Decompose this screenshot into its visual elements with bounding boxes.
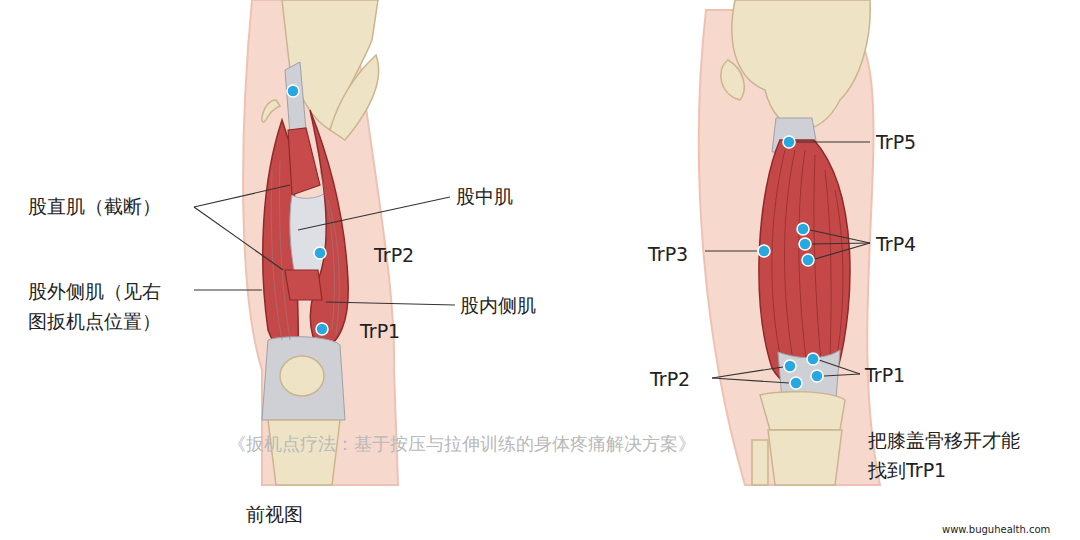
pelvis-bone — [732, 0, 870, 130]
callout-number: TrP3 — [648, 239, 688, 269]
view-caption: 前视图 — [246, 499, 303, 529]
part-name: 股内侧肌 — [460, 290, 536, 320]
callout-number: TrP1 — [865, 360, 905, 390]
watermark: 《扳机点疗法：基于按压与拉伸训练的身体疼痛解决方案》 — [228, 430, 696, 459]
callout-number: TrP4 — [876, 229, 916, 259]
trigger-point-dot — [287, 85, 823, 389]
patella — [280, 356, 324, 396]
callout-number: TrP2 — [650, 364, 690, 394]
part-name: 股外侧肌（见右 图扳机点位置） — [28, 276, 180, 337]
callout-number: TrP5 — [876, 127, 916, 157]
tibia — [768, 430, 842, 485]
callout-number: TrP1 — [360, 316, 400, 346]
pubis-bone — [330, 55, 379, 140]
muscle-striation — [772, 150, 843, 375]
vastus-medialis — [310, 110, 348, 350]
femur-condyle — [760, 392, 845, 430]
rectus-femoris-cut — [285, 270, 322, 300]
part-name: 股直肌（截断） — [28, 191, 161, 221]
skin — [243, 0, 398, 485]
fibula — [752, 440, 768, 485]
watermark: www.buguhealth.com — [942, 524, 1050, 536]
leader-line — [194, 185, 455, 305]
tendon — [285, 62, 306, 135]
iliac-spine — [262, 100, 280, 122]
iliac-spine — [721, 60, 744, 100]
knee-tendon — [262, 337, 345, 420]
leader-line — [705, 142, 870, 383]
note: 把膝盖骨移开才能 找到TrP1 — [868, 425, 1040, 486]
callout-number: TrP2 — [374, 240, 414, 270]
part-name: 股中肌 — [456, 181, 513, 211]
